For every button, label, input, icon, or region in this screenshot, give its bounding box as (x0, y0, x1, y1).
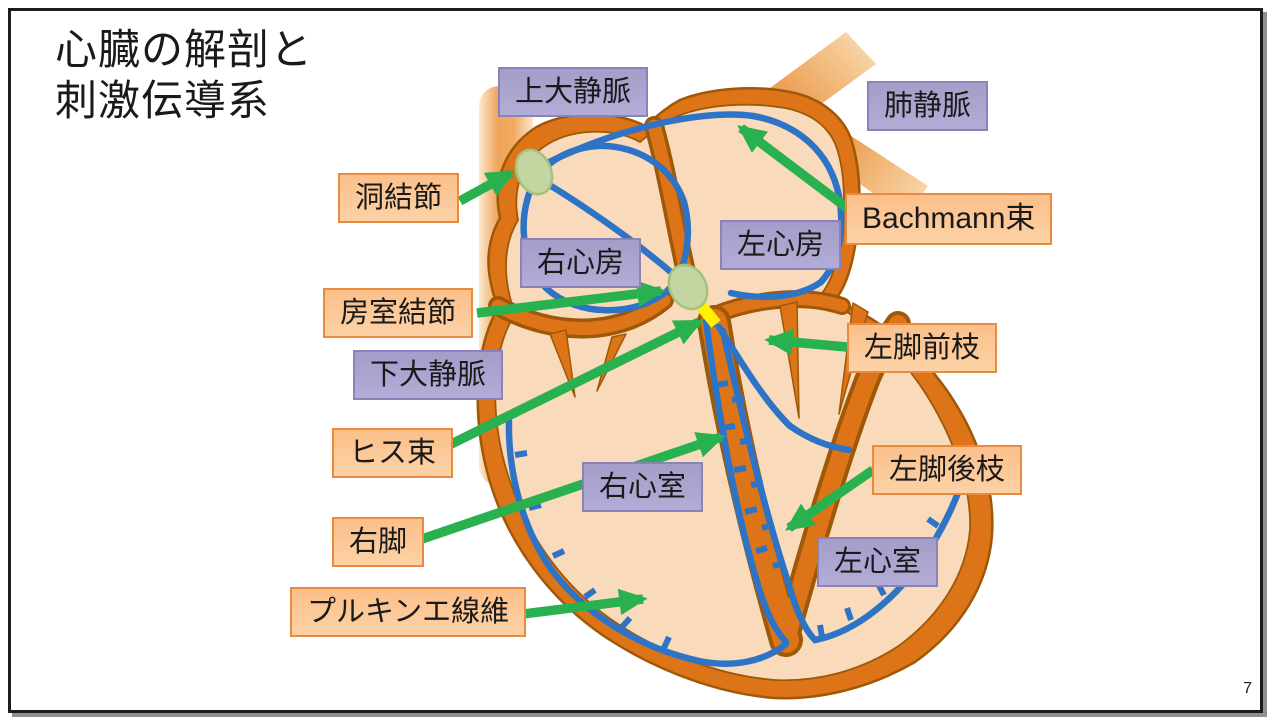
left-posterior-arrow (785, 466, 876, 532)
label-left-posterior-fascicle: 左脚後枝 (872, 445, 1023, 496)
bachmann-arrow (737, 124, 858, 218)
left-atrium-floor-wall (703, 290, 851, 325)
pointer-arrows (420, 124, 876, 621)
bachmann-bundle-path (543, 111, 845, 301)
right-ventricle-purkinje (505, 417, 790, 667)
label-av-node: 房室結節 (323, 288, 474, 339)
his-bundle-arrow (430, 317, 704, 458)
left-anterior-fascicle-path (715, 323, 853, 454)
label-pulmonary-vein: 肺静脈 (867, 81, 989, 132)
sinus-node-oval (514, 148, 554, 196)
av-node-arrow (476, 280, 666, 318)
av-node-oval (667, 263, 709, 311)
sinus-node-arrow (457, 168, 516, 206)
label-right-bundle-branch: 右脚 (332, 517, 425, 568)
label-purkinje-fibers: プルキンエ線維 (290, 587, 527, 638)
right-bundle-path (702, 317, 790, 646)
internodal-tract (539, 177, 685, 285)
label-sinus-node: 洞結節 (338, 173, 460, 224)
title-line-2: 刺激伝導系 (55, 77, 271, 125)
label-his-bundle: ヒス束 (332, 428, 454, 479)
label-left-anterior-fascicle: 左脚前枝 (847, 323, 998, 374)
label-right-ventricle: 右心室 (582, 462, 704, 513)
page-number: 7 (1243, 680, 1252, 697)
label-left-ventricle: 左心室 (817, 537, 939, 588)
label-superior-vena-cava: 上大静脈 (498, 67, 649, 118)
purkinje-arrow (506, 588, 648, 621)
label-right-atrium: 右心房 (520, 238, 642, 289)
atrioventricular-wall (488, 290, 674, 339)
label-left-atrium: 左心房 (720, 220, 842, 271)
slide-title: 心臓の解剖と 刺激伝導系 (55, 24, 313, 126)
title-line-1: 心臓の解剖と (55, 26, 314, 73)
label-inferior-vena-cava: 下大静脈 (353, 350, 504, 401)
label-bachmann-bundle: Bachmann束 (845, 193, 1053, 245)
left-anterior-arrow (764, 328, 848, 356)
right-bundle-arrow (420, 432, 726, 544)
